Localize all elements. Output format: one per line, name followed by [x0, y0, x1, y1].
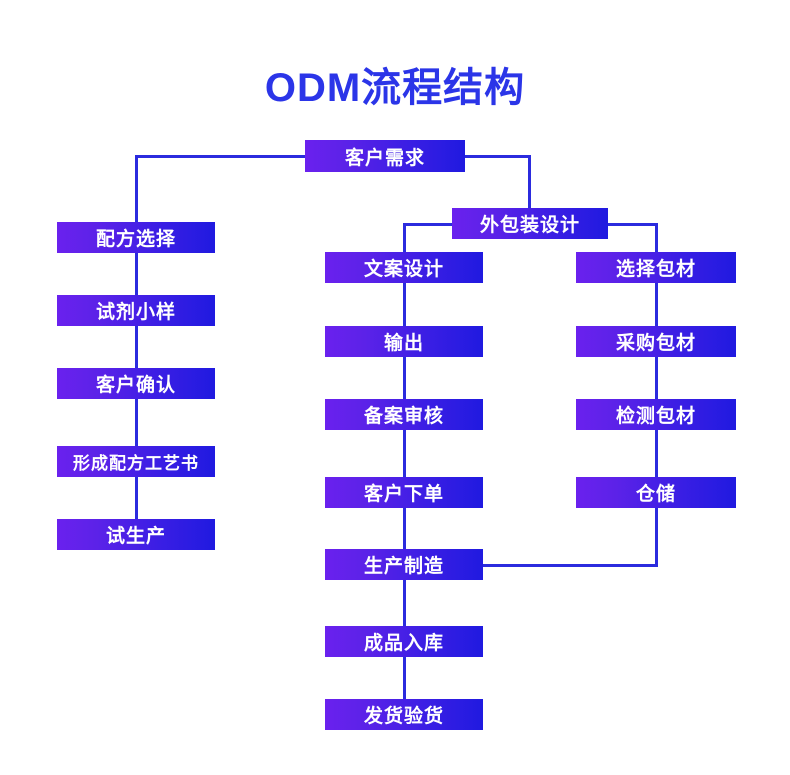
node-customer-demand[interactable]: 客户需求 [305, 140, 465, 172]
connector-root-right-vertical [528, 155, 531, 223]
node-reagent-sample[interactable]: 试剂小样 [57, 295, 215, 326]
page-title: ODM流程结构 [264, 66, 526, 110]
node-copy-design[interactable]: 文案设计 [325, 252, 483, 283]
node-formula-selection[interactable]: 配方选择 [57, 222, 215, 253]
connector-root-right-horizontal [463, 155, 531, 158]
connector-root-left-vertical [135, 155, 138, 235]
node-finished-goods-storage[interactable]: 成品入库 [325, 626, 483, 657]
connector-root-left-horizontal [135, 155, 307, 158]
connector-packaging-left-horizontal [403, 223, 455, 226]
node-purchase-packaging-material[interactable]: 采购包材 [576, 326, 736, 357]
connector-warehouse-to-manufacturing [403, 564, 658, 567]
node-manufacturing[interactable]: 生产制造 [325, 549, 483, 580]
node-warehouse[interactable]: 仓储 [576, 477, 736, 508]
node-formula-process-doc[interactable]: 形成配方工艺书 [57, 446, 215, 477]
node-record-review[interactable]: 备案审核 [325, 399, 483, 430]
node-trial-production[interactable]: 试生产 [57, 519, 215, 550]
node-select-packaging-material[interactable]: 选择包材 [576, 252, 736, 283]
node-shipment-inspection[interactable]: 发货验货 [325, 699, 483, 730]
node-customer-order[interactable]: 客户下单 [325, 477, 483, 508]
connector-packaging-right-horizontal [605, 223, 658, 226]
connector-packaging-right-vertical [655, 223, 658, 268]
connector-packaging-left-vertical [403, 223, 406, 265]
node-customer-confirm[interactable]: 客户确认 [57, 368, 215, 399]
node-inspect-packaging-material[interactable]: 检测包材 [576, 399, 736, 430]
node-output[interactable]: 输出 [325, 326, 483, 357]
node-outer-packaging-design[interactable]: 外包装设计 [452, 208, 608, 239]
